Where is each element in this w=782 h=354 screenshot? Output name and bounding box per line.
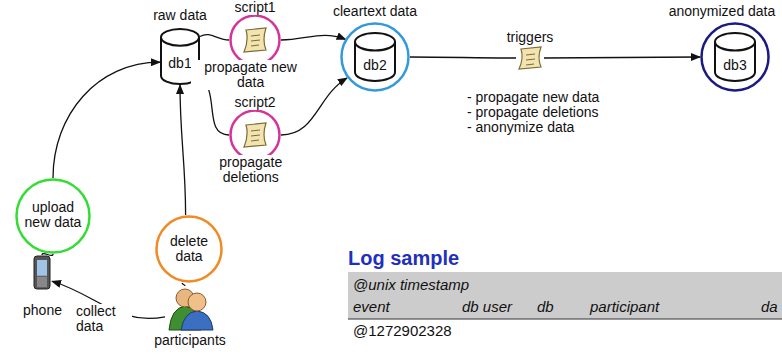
node-text: db2 <box>355 58 395 73</box>
table-cell: @1272902328 <box>353 322 452 339</box>
table-cell: @unix timestamp <box>353 276 469 293</box>
node-shape <box>700 22 770 92</box>
node-text: propagate deletions <box>192 155 311 185</box>
connector-arrow <box>42 254 53 256</box>
table-heading: Log sample <box>348 250 459 267</box>
node-shape <box>32 255 52 290</box>
diagram-node: delete data <box>155 215 223 283</box>
node-text: - propagate deletions <box>467 105 607 120</box>
connector-arrow <box>281 35 346 40</box>
diagram-node: triggers - propagate new data- propagate … <box>455 30 605 155</box>
node-text: - anonymize data <box>467 120 607 135</box>
diagram-node: participants <box>150 286 230 352</box>
node-text: - propagate new data <box>467 90 607 105</box>
node-shape <box>229 14 281 66</box>
node-text: raw data <box>140 8 220 23</box>
connector-arrow <box>410 57 516 58</box>
node-text: participants <box>145 333 235 348</box>
node-text: propagate new data <box>191 60 310 90</box>
table-cell: db <box>537 298 554 315</box>
node-text: delete data <box>164 234 214 264</box>
node-shape <box>229 109 281 161</box>
table-cell: db user <box>462 298 512 315</box>
table-header-band <box>348 272 782 319</box>
node-shape <box>340 22 410 92</box>
node-shape <box>516 45 544 71</box>
diagram-node: upload new data <box>15 178 91 254</box>
diagram-node: script2propagate deletions <box>200 95 310 175</box>
connector-arrow <box>544 57 700 58</box>
table-rule <box>348 319 782 320</box>
diagram-node: cleartext datadb2 <box>330 0 420 108</box>
connector-arrow <box>180 85 186 215</box>
node-text: cleartext data <box>315 4 435 19</box>
node-text: upload new data <box>23 200 83 230</box>
table-cell: participant <box>590 298 659 315</box>
node-text: script2 <box>232 95 277 110</box>
table-cell: event <box>353 298 390 315</box>
node-text: db3 <box>715 58 755 73</box>
node-text: anonymized data <box>664 4 780 19</box>
connector-arrow <box>200 35 229 40</box>
diagram-node: anonymized datadb3 <box>680 0 780 108</box>
table-cell: da <box>761 298 778 315</box>
edge-label: collect data <box>76 304 132 334</box>
node-text: script1 <box>232 0 277 15</box>
diagram-node: script1propagate new data <box>200 0 310 80</box>
connector-arrow <box>182 283 185 286</box>
node-text: triggers <box>490 30 570 45</box>
node-shape <box>165 286 215 330</box>
connector-arrow <box>53 62 160 178</box>
diagram-node: phone <box>20 255 65 330</box>
node-text: phone <box>15 303 70 318</box>
